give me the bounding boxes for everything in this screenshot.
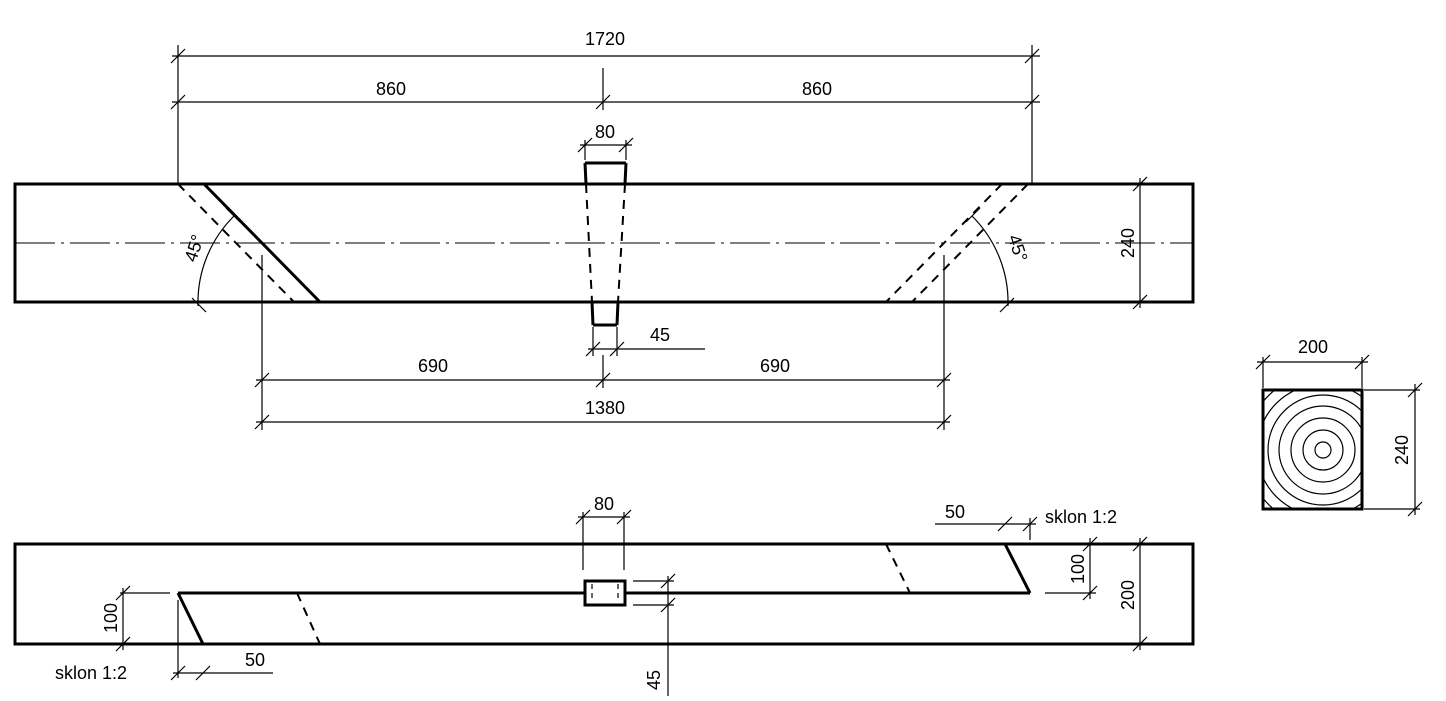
dim-860-left: 860	[376, 79, 406, 99]
dim-wedge-80	[577, 137, 634, 160]
cross-section: 200 240	[1255, 337, 1423, 517]
dim-side-80: 80	[594, 494, 614, 514]
dim-top-lengths	[170, 45, 1040, 184]
left-slope-label: sklon 1:2	[55, 663, 127, 683]
dim-right-100: 100	[1068, 554, 1088, 584]
dim-side-200: 200	[1118, 580, 1138, 610]
dim-left-50: 50	[245, 650, 265, 670]
dim-height-240	[1132, 176, 1148, 310]
dim-cut-lengths	[254, 255, 952, 430]
right-hidden-cut	[885, 183, 1003, 303]
left-angle-label: 45°	[181, 232, 208, 264]
right-slope-cut	[1003, 543, 1032, 594]
dim-1720: 1720	[585, 29, 625, 49]
left-slope-cut	[176, 592, 205, 645]
dim-80-top: 80	[595, 122, 615, 142]
wedge-side	[583, 579, 627, 607]
right-angle-arc	[971, 215, 1009, 307]
right-angle-label: 45°	[1004, 232, 1031, 264]
dim-right-50: 50	[945, 502, 965, 522]
dim-side-45: 45	[644, 670, 664, 690]
top-view: 45° 45° 1720 860	[13, 29, 1195, 430]
dim-690-left: 690	[418, 356, 448, 376]
wedge-top	[583, 161, 628, 327]
dim-690-right: 690	[760, 356, 790, 376]
side-view: 100 50 sklon 1:2 80 45 50 sklon 1:2 100	[13, 494, 1195, 696]
dim-240-top: 240	[1118, 228, 1138, 258]
section-outline	[1261, 388, 1364, 511]
dim-section-240: 240	[1392, 435, 1412, 465]
dim-section-200: 200	[1298, 337, 1328, 357]
dim-left-100: 100	[101, 603, 121, 633]
left-angle-arc	[197, 215, 235, 307]
dim-wedge-45	[585, 327, 705, 357]
left-hidden-cut	[177, 183, 295, 303]
beam-outline-side	[13, 542, 1195, 646]
dim-860-right: 860	[802, 79, 832, 99]
dim-45-top: 45	[650, 325, 670, 345]
right-slope-label: sklon 1:2	[1045, 507, 1117, 527]
left-scarf-cut	[202, 182, 322, 304]
dim-1380: 1380	[585, 398, 625, 418]
right-hidden-cut-2	[911, 183, 1029, 303]
growth-rings-icon	[1263, 390, 1362, 509]
